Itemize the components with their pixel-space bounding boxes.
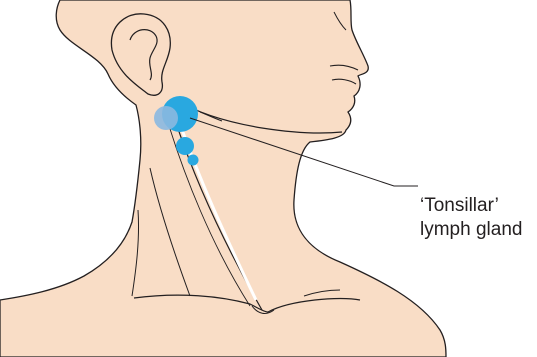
head-and-neck-skin [0,0,446,357]
gland-label-line-2: lymph gland [420,220,522,239]
gland-label-line-1: ‘Tonsillar’ [420,196,499,215]
cervical-lymph-node-1 [176,137,194,155]
tonsillar-gland-overlap [154,106,178,130]
cervical-lymph-node-2 [188,155,199,166]
